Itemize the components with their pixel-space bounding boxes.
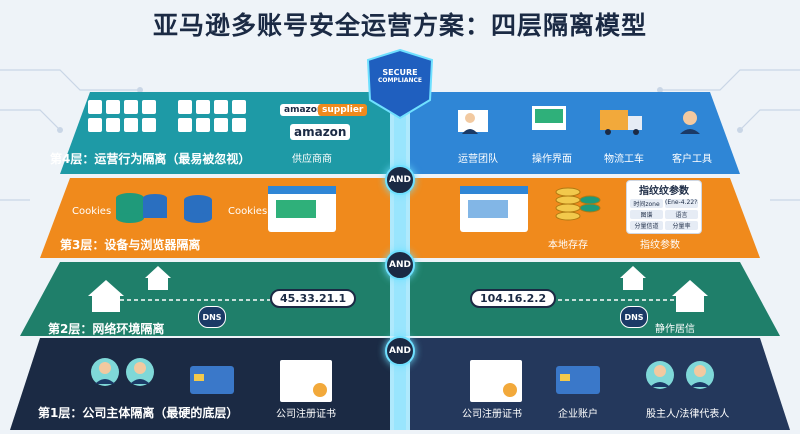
customer-tool-caption: 客户工具 [672, 154, 712, 165]
amazon-logo: amazon [280, 104, 328, 116]
shield-line1: SECURE [382, 68, 418, 77]
interface-caption: 操作界面 [532, 154, 572, 165]
house-icon [88, 280, 124, 312]
layer-4-label: 第4层：运营行为隔离（最易被忽视） [50, 152, 251, 166]
ip-address-left: 45.33.21.1 [270, 289, 357, 308]
team-icon [458, 110, 488, 134]
certificate-icon [470, 360, 522, 402]
layer-2-label: 第2层：网络环境隔离 [48, 322, 165, 336]
bank-card-icon [556, 366, 600, 394]
fingerprint-cell: 语言 [665, 210, 698, 219]
layer-1-label: 第1层：公司主体隔离（最硬的底层） [38, 406, 239, 420]
dns-badge-right: DNS [620, 306, 648, 328]
ip-address-right: 104.16.2.2 [470, 289, 557, 308]
page-title: 亚马逊多账号安全运营方案：四层隔离模型 [152, 11, 647, 40]
supplier-caption: 供应商商 [292, 154, 332, 165]
cookies-right-label: Cookies [228, 206, 268, 217]
house-icon [672, 280, 708, 312]
products-icon [178, 100, 246, 132]
browser-window-icon [268, 186, 336, 232]
cookies-left-label: Cookies [72, 206, 112, 217]
bank-card-icon [190, 366, 234, 394]
fingerprint-cell: 时间zone [630, 199, 663, 208]
fingerprint-cell: 图谱 [630, 210, 663, 219]
fingerprint-caption: 指纹参数 [640, 240, 680, 251]
bank-caption: 企业账户 [558, 409, 598, 420]
and-connector: AND [385, 336, 415, 366]
fingerprint-cell: 分量率 [665, 221, 698, 230]
residence-caption: 静作居信 [655, 324, 695, 335]
fingerprint-cell: (Ene-4.22?8) [665, 199, 698, 208]
browser-window-icon [460, 186, 528, 232]
owner-caption: 股主人/法律代表人 [646, 409, 730, 420]
person-icon [646, 361, 714, 389]
supplier-logo: supplier [318, 104, 368, 116]
storage-caption: 本地存存 [548, 240, 588, 251]
fingerprint-panel: 指纹纹参数 时间zone (Ene-4.22?8) 图谱 语言 分量信道 分量率 [626, 180, 702, 234]
house-icon [620, 266, 646, 290]
shield-line2: COMPLIANCE [377, 77, 423, 84]
house-icon [145, 266, 171, 290]
logistics-caption: 物流工车 [604, 154, 644, 165]
dns-badge-left: DNS [198, 306, 226, 328]
cert-right-caption: 公司注册证书 [462, 409, 522, 420]
truck-icon [600, 110, 642, 135]
cert-left-caption: 公司注册证书 [276, 409, 336, 420]
tools-icon [88, 100, 156, 132]
database-icon [116, 193, 212, 223]
support-icon [680, 111, 700, 134]
certificate-icon [280, 360, 332, 402]
fingerprint-panel-title: 指纹纹参数 [639, 186, 689, 197]
layer-3-label: 第3层：设备与浏览器隔离 [60, 238, 201, 252]
shield-icon: SECURE COMPLIANCE [370, 68, 430, 84]
amazon-logo: amazon [290, 124, 351, 140]
person-icon [91, 358, 154, 386]
fingerprint-cell: 分量信道 [630, 221, 663, 230]
and-connector: AND [385, 165, 415, 195]
workstation-icon [532, 106, 566, 130]
team-caption: 运营团队 [458, 154, 498, 165]
and-connector: AND [385, 250, 415, 280]
coin-stack-icon [555, 187, 601, 221]
